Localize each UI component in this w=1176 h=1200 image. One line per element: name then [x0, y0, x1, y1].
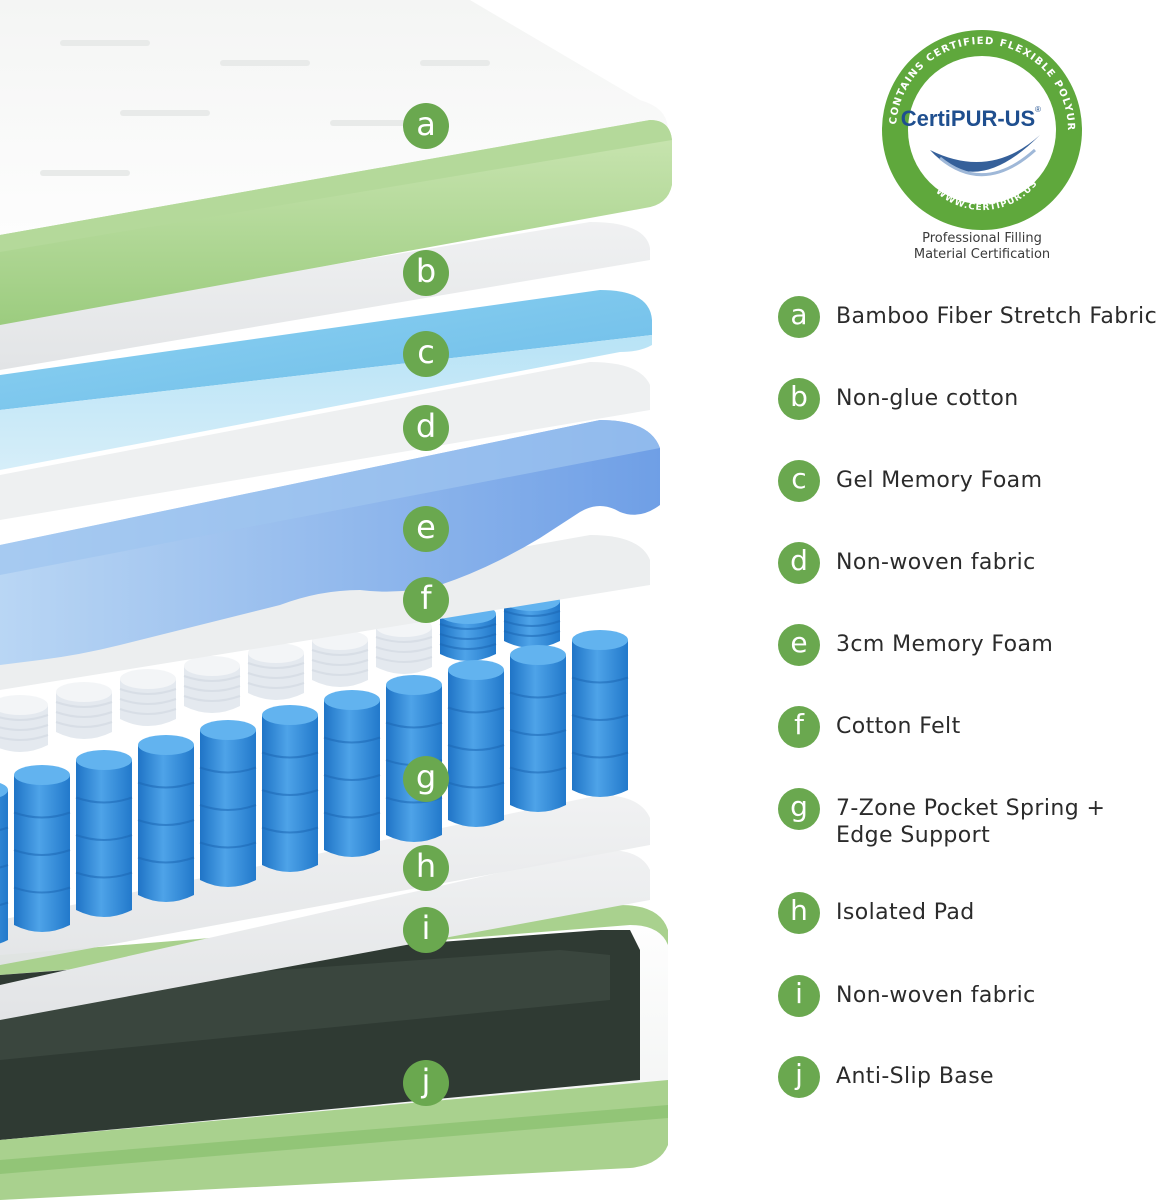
legend-label-h: Isolated Pad [836, 900, 975, 925]
layer-d-badge: d [403, 405, 449, 451]
pocket-spring [247, 643, 305, 700]
layer-a-badge: a [403, 103, 449, 149]
legend-label-i: Non-woven fabric [836, 983, 1036, 1008]
layer-f-felt [0, 535, 650, 690]
legend-badge-b: b [778, 378, 820, 420]
legend-label-g: 7-Zone Pocket Spring + [836, 796, 1106, 821]
layer-e-memory-foam [0, 420, 660, 665]
legend-label-f: Cotton Felt [836, 714, 961, 739]
legend-badge-j: j [778, 1056, 820, 1098]
pocket-spring [199, 720, 257, 887]
legend-badge-g: g [778, 788, 820, 830]
pocket-spring [323, 690, 381, 857]
legend-label-g-line2: Edge Support [836, 823, 991, 848]
seal-logo-text: CertiPUR-US [901, 106, 1035, 131]
pocket-spring [119, 669, 177, 726]
layer-i-badge: i [403, 907, 449, 953]
certification-caption-line1: Professional Filling [922, 231, 1042, 246]
layer-b-cotton [0, 222, 650, 370]
legend-badge-d: d [778, 542, 820, 584]
layer-b-badge: b [403, 250, 449, 296]
pocket-spring [55, 682, 113, 739]
layer-j-badge: j [403, 1060, 449, 1106]
legend-badge-a: a [778, 296, 820, 338]
certification-caption-line2: Material Certification [913, 247, 1051, 262]
legend-label-c: Gel Memory Foam [836, 468, 1043, 493]
legend-label-b: Non-glue cotton [836, 386, 1019, 411]
layer-h-badge: h [403, 845, 449, 891]
pocket-spring [311, 630, 369, 687]
layer-c-gel-foam [0, 290, 652, 470]
layer-a-top-fabric [0, 0, 672, 325]
legend-badge-f: f [778, 706, 820, 748]
legend-badge-e: e [778, 624, 820, 666]
legend-label-a: Bamboo Fiber Stretch Fabric [836, 304, 1158, 329]
pocket-spring [0, 695, 49, 752]
pocket-spring [571, 630, 629, 797]
legend-badge-c: c [778, 460, 820, 502]
legend-label-e: 3cm Memory Foam [836, 632, 1054, 657]
layer-h-pad [0, 795, 650, 965]
pocket-spring [75, 750, 133, 917]
pocket-spring [183, 656, 241, 713]
pocket-spring [0, 783, 9, 944]
layer-c-badge: c [403, 331, 449, 377]
layer-e-badge: e [403, 506, 449, 552]
legend-badge-h: h [778, 892, 820, 934]
pocket-spring [137, 735, 195, 902]
layer-d-sheet [0, 362, 650, 520]
layer-i-sheet [0, 849, 650, 1020]
layer-f-badge: f [403, 577, 449, 623]
seal-registered-mark: ® [1035, 105, 1041, 114]
certification-caption: Professional Filling Material Certificat… [880, 231, 1084, 263]
legend-label-d: Non-woven fabric [836, 550, 1036, 575]
pocket-spring [509, 645, 567, 812]
legend-badge-i: i [778, 975, 820, 1017]
legend-label-j: Anti-Slip Base [836, 1064, 994, 1089]
pocket-spring [261, 705, 319, 872]
pocket-spring [447, 660, 505, 827]
layer-g-badge: g [403, 756, 449, 802]
pocket-spring [13, 765, 71, 932]
layer-g-springs [0, 591, 629, 944]
